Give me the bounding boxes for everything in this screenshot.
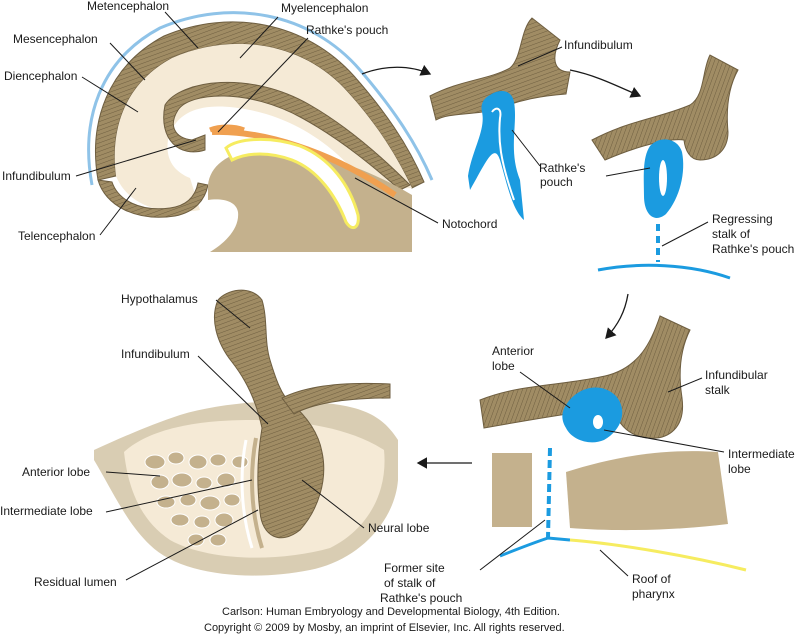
label-regressing-2: stalk of — [712, 227, 751, 241]
neural-lobe-infundibulum — [214, 289, 325, 539]
leader-mesencephalon — [109, 42, 146, 81]
label-myelencephalon: Myelencephalon — [281, 1, 368, 15]
residual-lumen — [240, 439, 254, 549]
pharyngeal-roof-stage3 — [597, 263, 731, 280]
brain-wall — [95, 21, 425, 189]
label-rathkes-pouch-mid-2: pouch — [540, 175, 573, 189]
leader-infundibulum-bottom — [197, 355, 269, 425]
leader-diencephalon — [81, 76, 139, 113]
hypothalamic-floor-band — [281, 382, 391, 415]
credit-line-2: Copyright © 2009 by Mosby, an imprint of… — [204, 622, 565, 634]
leader-anterior-lobe-left — [105, 471, 161, 477]
leader-rathkes-pouch-top — [217, 37, 309, 133]
arrow-stage2-to-stage3 — [569, 69, 642, 98]
label-rathkes-pouch-top: Rathke's pouch — [306, 23, 388, 37]
sphenoid-right-block — [566, 451, 728, 531]
leader-infundibulum-top — [517, 46, 563, 67]
panel-embryo-brain — [87, 11, 434, 252]
pouch-cleft-stage2 — [491, 107, 515, 201]
label-intermediate-lobe-left: Intermediate lobe — [0, 504, 93, 518]
leader-hypothalamus — [215, 299, 251, 329]
label-roof-pharynx-1: Roof of — [632, 572, 671, 586]
leader-neural-lobe — [301, 479, 365, 529]
leader-infundibular-stalk — [667, 377, 703, 393]
label-roof-pharynx-2: pharynx — [632, 587, 675, 601]
label-telencephalon: Telencephalon — [18, 229, 95, 243]
label-former-site-1: Former site — [384, 561, 445, 575]
label-anterior-lobe-right-1: Anterior — [492, 344, 534, 358]
label-infundibulum-top: Infundibulum — [564, 38, 633, 52]
former-stalk-dashes — [546, 447, 552, 539]
panel-mature-pituitary — [94, 289, 398, 576]
leader-roof-pharynx — [599, 549, 629, 577]
leader-intermediate-lobe-left — [105, 479, 253, 513]
label-intermediate-lobe-right-2: lobe — [728, 462, 751, 476]
label-former-site-3: Rathke's pouch — [380, 591, 462, 605]
label-rathkes-pouch-mid-1: Rathke's — [539, 161, 585, 175]
label-regressing-1: Regressing — [712, 212, 773, 226]
label-hypothalamus: Hypothalamus — [121, 292, 198, 306]
rathkes-pouch-embryo — [209, 124, 245, 133]
label-infundibulum-bottom: Infundibulum — [121, 347, 190, 361]
sphenoid-left-block — [492, 453, 532, 527]
panel-stage2 — [429, 17, 571, 220]
label-infundibular-stalk-1: Infundibular — [705, 368, 768, 382]
leader-rathkes-pouch-mid — [511, 129, 541, 167]
label-infundibular-stalk-2: stalk — [705, 383, 731, 397]
label-metencephalon: Metencephalon — [87, 0, 169, 13]
label-residual-lumen: Residual lumen — [34, 575, 117, 589]
panel-stage3 — [591, 54, 739, 280]
leader-regressing — [661, 221, 709, 247]
pharynx-roof-yellow — [569, 538, 747, 572]
panel1-labels: Metencephalon Myelencephalon Mesencephal… — [2, 0, 497, 243]
infundibulum-band-stage3 — [591, 54, 739, 161]
leader-infundibulum-left — [75, 139, 197, 177]
label-neural-lobe: Neural lobe — [368, 521, 430, 535]
label-mesencephalon: Mesencephalon — [13, 32, 98, 46]
anterior-lobe-stage4 — [562, 387, 623, 443]
pharynx-cavity — [224, 137, 360, 230]
vesicle-lumen-stage3 — [659, 160, 667, 196]
label-anterior-lobe-right-2: lobe — [492, 359, 515, 373]
label-infundibulum-left: Infundibulum — [2, 169, 71, 183]
brain-interior — [114, 43, 412, 212]
leader-former-site — [479, 519, 546, 571]
leader-notochord — [354, 177, 439, 224]
arrow-stage1-to-stage2 — [361, 64, 432, 76]
inner-neural-fold — [163, 81, 411, 191]
label-anterior-lobe-left: Anterior lobe — [22, 465, 90, 479]
pharynx-roof-blue — [499, 536, 571, 558]
leader-intermediate-lobe-right — [603, 429, 725, 453]
credit-line-1: Carlson: Human Embryology and Developmen… — [222, 606, 560, 618]
brain-outer-outline — [87, 11, 434, 186]
leader-anterior-lobe-right — [519, 371, 571, 409]
leader-metencephalon — [164, 11, 199, 49]
leader-telencephalon — [99, 187, 137, 236]
label-diencephalon: Diencephalon — [4, 69, 77, 83]
leader-myelencephalon — [239, 16, 279, 59]
label-former-site-2: of stalk of — [384, 576, 436, 590]
label-notochord: Notochord — [442, 217, 497, 231]
leader-vesicle-stage3 — [605, 167, 651, 177]
panel-stage4 — [479, 315, 747, 572]
label-intermediate-lobe-right-1: Intermediate — [728, 447, 795, 461]
arrow-stage3-to-stage4 — [605, 293, 629, 339]
label-regressing-3: Rathke's pouch — [712, 242, 794, 256]
leader-residual-lumen — [125, 509, 259, 581]
cleft-stage4 — [593, 415, 603, 429]
intermediate-lobe — [250, 437, 264, 549]
